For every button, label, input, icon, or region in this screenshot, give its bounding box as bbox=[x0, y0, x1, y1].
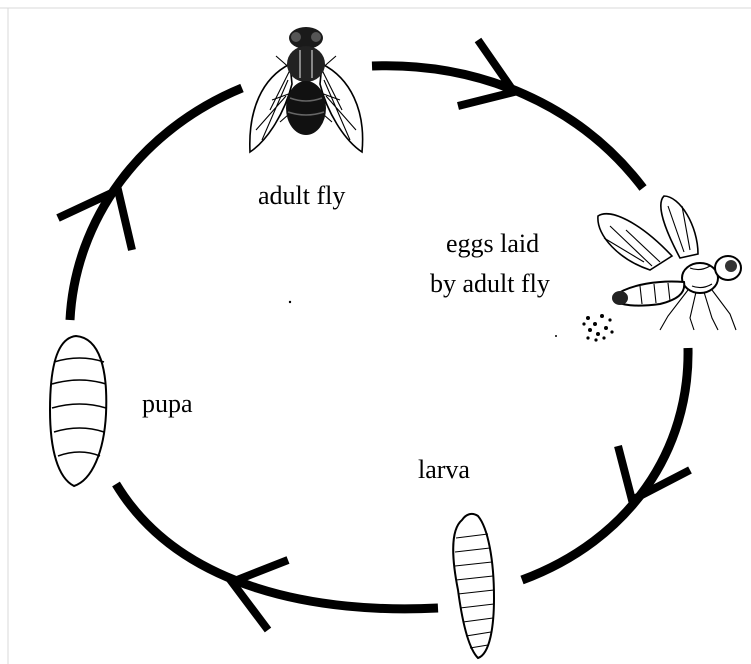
speck bbox=[555, 335, 557, 337]
larva-label: larva bbox=[418, 455, 470, 484]
adult-fly-icon bbox=[250, 27, 363, 152]
speck bbox=[289, 301, 291, 303]
adult-fly-label: adult fly bbox=[258, 181, 345, 210]
larva-icon bbox=[453, 514, 494, 658]
pupa-label: pupa bbox=[142, 389, 193, 418]
pupa-icon bbox=[50, 336, 106, 486]
cycle-arrows bbox=[58, 40, 690, 630]
arc-eggs-to-larva bbox=[522, 348, 688, 580]
eggs-label-line2: by adult fly bbox=[430, 269, 550, 298]
arc-larva-to-pupa bbox=[116, 484, 438, 609]
egg-laying-fly-icon bbox=[582, 196, 741, 342]
eggs-label-line1: eggs laid bbox=[446, 229, 539, 258]
